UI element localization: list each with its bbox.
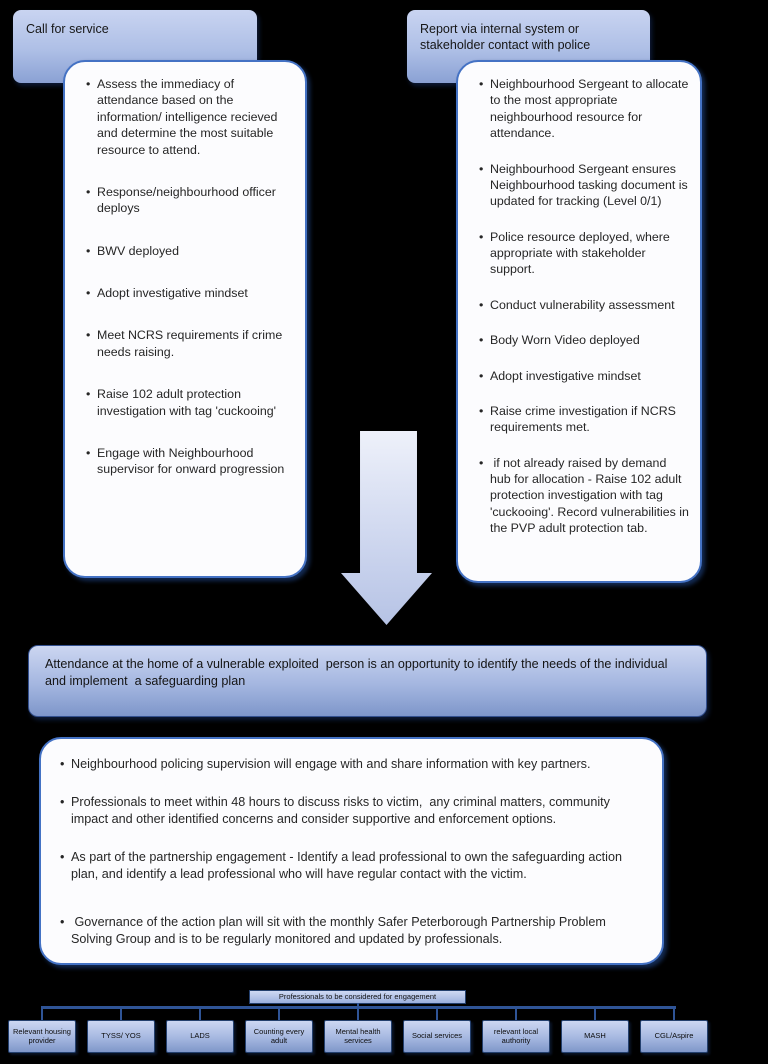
org-connector-line [41, 1006, 676, 1009]
action-item: Neighbourhood policing supervision will … [60, 756, 644, 773]
partnership-actions-list: Neighbourhood policing supervision will … [41, 739, 662, 948]
step-item: Adopt investigative mindset [86, 285, 295, 302]
step-item: Neighbourhood Sergeant ensures Neighbour… [479, 161, 690, 210]
internal-report-steps-list: Neighbourhood Sergeant to allocate to th… [458, 62, 700, 537]
org-box-relevant-housing-provider: Relevant housing provider [8, 1020, 76, 1053]
down-arrow-icon [341, 431, 432, 625]
partnership-actions-box: Neighbourhood policing supervision will … [39, 737, 664, 965]
step-item: if not already raised by demand hub for … [479, 455, 690, 537]
step-item: Police resource deployed, where appropri… [479, 229, 690, 278]
step-item: Engage with Neighbourhood supervisor for… [86, 445, 295, 478]
step-item: Raise 102 adult protection investigation… [86, 386, 295, 419]
step-item: Assess the immediacy of attendance based… [86, 76, 295, 158]
attendance-opportunity-text: Attendance at the home of a vulnerable e… [45, 657, 671, 689]
org-connector-stub [41, 1008, 43, 1020]
professionals-engagement-label-box: Professionals to be considered for engag… [249, 990, 466, 1004]
org-connector-stub [357, 1008, 359, 1020]
call-for-service-steps-list: Assess the immediacy of attendance based… [65, 62, 305, 478]
org-box-mental-health-services: Mental health services [324, 1020, 392, 1053]
org-box-mash: MASH [561, 1020, 629, 1053]
step-item: Meet NCRS requirements if crime needs ra… [86, 327, 295, 360]
org-box-lads: LADS [166, 1020, 234, 1053]
attendance-opportunity-banner: Attendance at the home of a vulnerable e… [28, 645, 707, 717]
action-item: Governance of the action plan will sit w… [60, 914, 644, 948]
org-box-social-services: Social services [403, 1020, 471, 1053]
call-for-service-label: Call for service [26, 22, 109, 36]
org-connector-stub [278, 1008, 280, 1020]
action-item: As part of the partnership engagement - … [60, 849, 644, 883]
org-connector-stub [120, 1008, 122, 1020]
org-box-relevant-local-authority: relevant local authority [482, 1020, 550, 1053]
step-item: Raise crime investigation if NCRS requir… [479, 403, 690, 436]
org-connector-stub [515, 1008, 517, 1020]
step-item: Body Worn Video deployed [479, 332, 690, 349]
org-box-cgl-aspire: CGL/Aspire [640, 1020, 708, 1053]
org-connector-stub [673, 1008, 675, 1020]
step-item: Neighbourhood Sergeant to allocate to th… [479, 76, 690, 142]
step-item: BWV deployed [86, 243, 295, 260]
org-connector-stub [594, 1008, 596, 1020]
org-box-counting-every-adult: Counting every adult [245, 1020, 313, 1053]
org-connector-stub [357, 1003, 359, 1007]
org-connector-stub [199, 1008, 201, 1020]
action-item: Professionals to meet within 48 hours to… [60, 794, 644, 828]
report-via-internal-system-label: Report via internal system or stakeholde… [420, 22, 591, 53]
org-connector-stub [436, 1008, 438, 1020]
step-item: Response/neighbourhood officer deploys [86, 184, 295, 217]
professionals-row: Relevant housing provider TYSS/ YOS LADS… [8, 1020, 708, 1053]
step-item: Adopt investigative mindset [479, 368, 690, 385]
call-for-service-steps-box: Assess the immediacy of attendance based… [63, 60, 307, 578]
org-box-tyss-yos: TYSS/ YOS [87, 1020, 155, 1053]
internal-report-steps-box: Neighbourhood Sergeant to allocate to th… [456, 60, 702, 583]
step-item: Conduct vulnerability assessment [479, 297, 690, 314]
